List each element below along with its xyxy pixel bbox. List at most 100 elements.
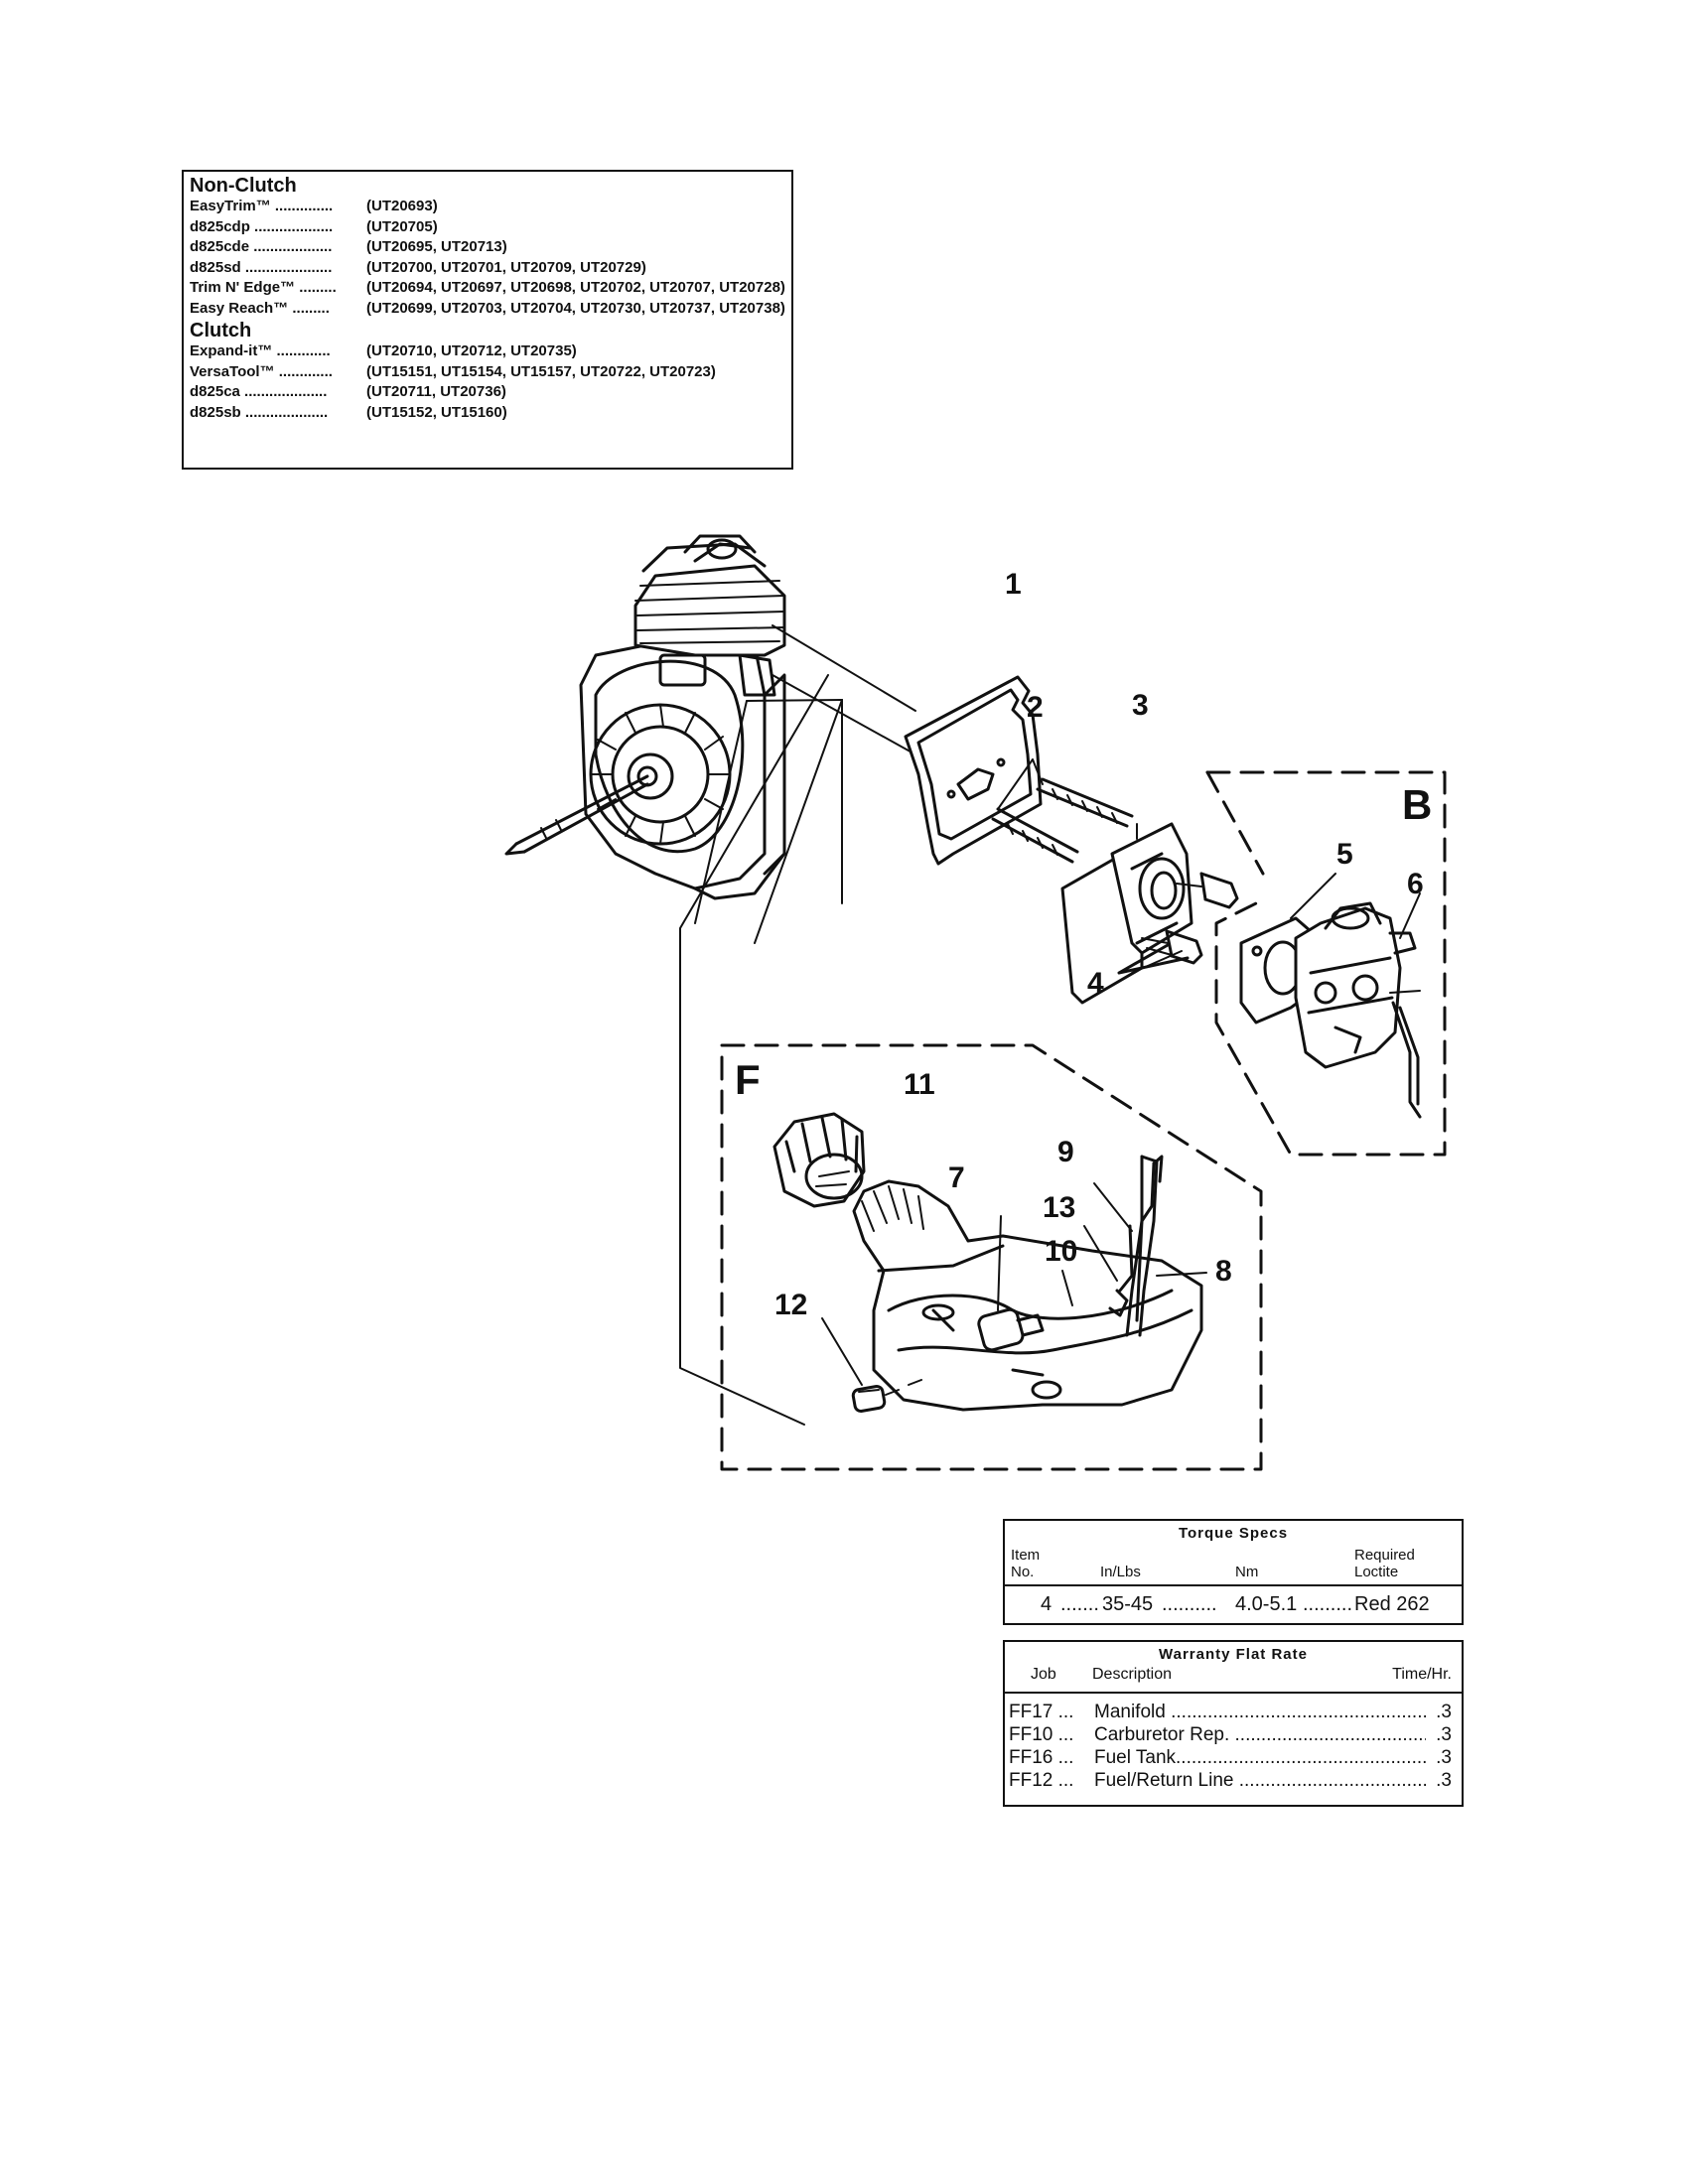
part-11-fuel-cap bbox=[772, 1112, 866, 1208]
part-6-carburetor bbox=[1294, 892, 1422, 1119]
model-row: d825cde ................... (UT20695, UT2… bbox=[190, 237, 785, 258]
model-name: VersaTool™ ............. bbox=[190, 362, 333, 380]
header-nm: Nm bbox=[1235, 1564, 1259, 1580]
model-name: d825sb .................... bbox=[190, 403, 329, 421]
dot-leader: ........................................… bbox=[1234, 1724, 1427, 1745]
model-row: d825cdp ................... (UT20705) bbox=[190, 217, 785, 238]
header-description: Description bbox=[1092, 1666, 1173, 1683]
callout-7: 7 bbox=[948, 1161, 965, 1194]
model-name: d825sd ..................... bbox=[190, 258, 333, 276]
warranty-row: FF10 ... Carburetor Rep. ...............… bbox=[1009, 1724, 1452, 1747]
header-job: Job bbox=[1031, 1666, 1056, 1683]
warranty-time: .3 bbox=[1436, 1747, 1452, 1768]
callout-5: 5 bbox=[1336, 838, 1353, 871]
group-title-clutch: Clutch bbox=[190, 320, 252, 341]
model-name: Easy Reach™ ......... bbox=[190, 299, 330, 317]
section-f-box bbox=[720, 1043, 1263, 1471]
warranty-job: FF16 ... bbox=[1009, 1747, 1074, 1768]
callout-10: 10 bbox=[1045, 1235, 1077, 1268]
model-codes: (UT15152, UT15160) bbox=[366, 403, 507, 421]
model-name: d825cdp ................... bbox=[190, 217, 334, 235]
callout-6: 6 bbox=[1407, 868, 1424, 900]
warranty-description: Fuel/Return Line bbox=[1094, 1770, 1234, 1791]
header-loctite-line1: Required bbox=[1354, 1547, 1415, 1564]
callout-4: 4 bbox=[1087, 967, 1104, 1000]
model-row: d825sd ..................... (UT20700, UT… bbox=[190, 258, 785, 279]
warranty-time: .3 bbox=[1436, 1724, 1452, 1745]
model-name: d825cde ................... bbox=[190, 238, 333, 255]
section-b-box bbox=[1205, 770, 1447, 1157]
model-codes: (UT20710, UT20712, UT20735) bbox=[366, 342, 577, 359]
model-codes: (UT20700, UT20701, UT20709, UT20729) bbox=[366, 258, 646, 276]
header-inlbs: In/Lbs bbox=[1100, 1564, 1141, 1580]
warranty-divider bbox=[1005, 1692, 1462, 1694]
model-applicability-box: Non-Clutch EasyTrim™ .............. (UT20… bbox=[182, 170, 793, 470]
torque-dots-2: .......... bbox=[1162, 1593, 1217, 1615]
warranty-job: FF10 ... bbox=[1009, 1724, 1074, 1745]
warranty-description: Fuel Tank bbox=[1094, 1747, 1177, 1768]
callout-11: 11 bbox=[904, 1068, 935, 1101]
model-name: Trim N' Edge™ ......... bbox=[190, 279, 337, 296]
model-codes: (UT20711, UT20736) bbox=[366, 383, 506, 400]
warranty-job: FF12 ... bbox=[1009, 1770, 1074, 1791]
model-row: d825ca .................... (UT20711, UT2… bbox=[190, 382, 785, 403]
callout-2: 2 bbox=[1027, 691, 1044, 724]
warranty-description: Carburetor Rep. bbox=[1094, 1724, 1230, 1745]
warranty-row: FF17 ... Manifold ......................… bbox=[1009, 1702, 1452, 1724]
part-12-grommet bbox=[821, 1317, 922, 1413]
callout-8: 8 bbox=[1215, 1255, 1232, 1288]
header-item-line1: Item bbox=[1011, 1547, 1041, 1564]
part-2-studs bbox=[991, 758, 1134, 864]
torque-item: 4 bbox=[1041, 1593, 1052, 1615]
part-1-gasket bbox=[904, 675, 1043, 866]
warranty-title: Warranty Flat Rate bbox=[1159, 1646, 1308, 1663]
model-codes: (UT20694, UT20697, UT20698, UT20702, UT2… bbox=[366, 279, 785, 296]
model-row: d825sb .................... (UT15152, UT1… bbox=[190, 403, 785, 424]
model-codes: (UT15151, UT15154, UT15157, UT20722, UT2… bbox=[366, 362, 716, 380]
callout-1: 1 bbox=[1005, 568, 1022, 601]
torque-specs-table: Torque Specs Item No. In/Lbs Nm Required… bbox=[1003, 1519, 1464, 1625]
warranty-time: .3 bbox=[1436, 1770, 1452, 1791]
part-3-manifold bbox=[1060, 822, 1193, 1005]
header-loctite-line2: Loctite bbox=[1354, 1564, 1399, 1580]
model-codes: (UT20705) bbox=[366, 217, 438, 235]
callout-12: 12 bbox=[774, 1289, 807, 1321]
header-loctite: Required Loctite bbox=[1354, 1547, 1415, 1580]
model-name: d825ca .................... bbox=[190, 383, 328, 400]
callout-3: 3 bbox=[1132, 689, 1149, 722]
dot-leader: ........................................… bbox=[1238, 1770, 1426, 1791]
section-label-b: B bbox=[1402, 781, 1432, 828]
header-item-line2: No. bbox=[1011, 1564, 1035, 1580]
torque-specs-title: Torque Specs bbox=[1178, 1525, 1289, 1542]
torque-dots-3: ......... bbox=[1303, 1593, 1353, 1615]
dot-leader: ........................................… bbox=[1171, 1702, 1426, 1722]
fuel-tank bbox=[852, 1179, 1203, 1412]
model-codes: (UT20699, UT20703, UT20704, UT20730, UT2… bbox=[366, 299, 785, 317]
callout-13: 13 bbox=[1043, 1191, 1075, 1224]
warranty-description: Manifold bbox=[1094, 1702, 1166, 1722]
dot-leader: ........................................… bbox=[1176, 1747, 1426, 1768]
model-codes: (UT20695, UT20713) bbox=[366, 238, 507, 255]
torque-dots-1: ....... bbox=[1060, 1593, 1099, 1615]
model-name: EasyTrim™ .............. bbox=[190, 198, 334, 214]
header-item: Item No. bbox=[1011, 1547, 1040, 1580]
group-title-non-clutch: Non-Clutch bbox=[190, 175, 297, 197]
part-4-screws bbox=[1117, 872, 1239, 975]
model-row: Easy Reach™ ......... (UT20699, UT20703, … bbox=[190, 299, 785, 320]
model-row: VersaTool™ ............. (UT15151, UT1515… bbox=[190, 362, 785, 383]
warranty-row: FF12 ... Fuel/Return Line ..............… bbox=[1009, 1770, 1452, 1793]
torque-inlbs: 35-45 bbox=[1102, 1593, 1154, 1615]
warranty-job: FF17 ... bbox=[1009, 1702, 1074, 1722]
header-time: Time/Hr. bbox=[1392, 1666, 1452, 1683]
model-row: Trim N' Edge™ ......... (UT20694, UT20697… bbox=[190, 278, 785, 299]
torque-divider bbox=[1005, 1584, 1462, 1586]
model-row: Expand-it™ .............(UT20710, UT2071… bbox=[190, 341, 785, 362]
model-codes: (UT20693) bbox=[366, 198, 438, 214]
warranty-time: .3 bbox=[1436, 1702, 1452, 1722]
torque-nm: 4.0-5.1 bbox=[1235, 1593, 1298, 1615]
fuel-lines bbox=[1061, 1155, 1207, 1337]
model-row: EasyTrim™ .............. (UT20693) bbox=[190, 197, 785, 217]
torque-loctite: Red 262 bbox=[1354, 1593, 1430, 1615]
part-7-fuel-filter bbox=[977, 1215, 1045, 1352]
